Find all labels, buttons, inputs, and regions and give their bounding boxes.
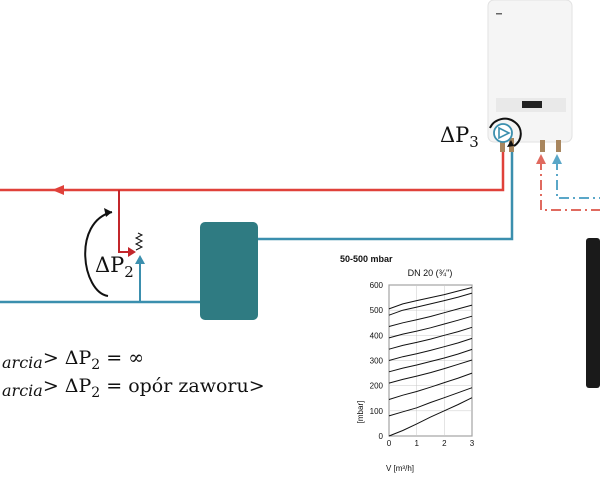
chart-series-line <box>388 304 473 327</box>
chart-x-tick-label: 0 <box>387 439 392 448</box>
chart-series-line <box>388 337 473 361</box>
return-pipe <box>0 152 514 304</box>
flow-arrow <box>128 247 136 257</box>
chart-series-line <box>388 292 473 316</box>
chart-y-tick-label: 600 <box>370 281 384 290</box>
chart-y-tick-label: 400 <box>370 331 384 340</box>
chart-series-line <box>388 397 473 437</box>
boiler-display <box>522 101 542 108</box>
chart-x-tick-label: 3 <box>470 439 475 448</box>
chart-ylabel: [mbar] <box>356 401 365 424</box>
boiler-body <box>487 0 573 143</box>
boiler-connector <box>500 138 505 152</box>
chart-y-tick-label: 500 <box>370 306 384 315</box>
chart-y-tick-label: 200 <box>370 382 384 391</box>
dp3-label: ΔP3 <box>440 123 479 151</box>
chart-x-tick-label: 1 <box>414 439 419 448</box>
dp2-label: ΔP2 <box>95 253 134 281</box>
chart-subtitle: DN 20 (¾") <box>408 268 453 278</box>
heat-pump-link <box>536 154 600 211</box>
dp2-loop-arrow <box>84 208 113 297</box>
chart-y-tick-label: 300 <box>370 357 384 366</box>
equation-2: arcia> ΔP2 = opór zaworu> <box>2 375 265 401</box>
boiler-connector <box>540 140 545 152</box>
chart-y-tick-label: 0 <box>379 432 384 441</box>
rotation-arrow-icon <box>489 117 522 147</box>
flow-arrow <box>52 185 64 195</box>
equation-1: arcia> ΔP2 = ∞ <box>2 347 144 373</box>
chart-series-line <box>388 315 473 339</box>
chart-series-line <box>388 359 473 384</box>
chart-series-line <box>388 326 473 350</box>
boiler-connector <box>556 140 561 152</box>
chart-series-line <box>388 387 473 417</box>
buffer-tank <box>200 222 258 320</box>
flow-arrow <box>135 255 145 264</box>
chart-y-tick-label: 100 <box>370 407 384 416</box>
chart-title: 50-500 mbar <box>340 254 393 264</box>
valve-characteristic-chart: 50-500 mbar DN 20 (¾") V [m³/h] [mbar] 0… <box>340 254 475 473</box>
chart-series-line <box>388 287 473 310</box>
heat-pump-unit-icon <box>586 238 600 388</box>
chart-xlabel: V [m³/h] <box>386 464 414 473</box>
boiler-logo <box>496 13 502 15</box>
chart-series-line <box>388 348 473 373</box>
pump-icon <box>493 123 513 143</box>
supply-pipe <box>0 152 505 257</box>
chart-series-line <box>388 372 473 400</box>
bypass-valve-icon <box>134 232 144 251</box>
chart-x-tick-label: 2 <box>442 439 447 448</box>
